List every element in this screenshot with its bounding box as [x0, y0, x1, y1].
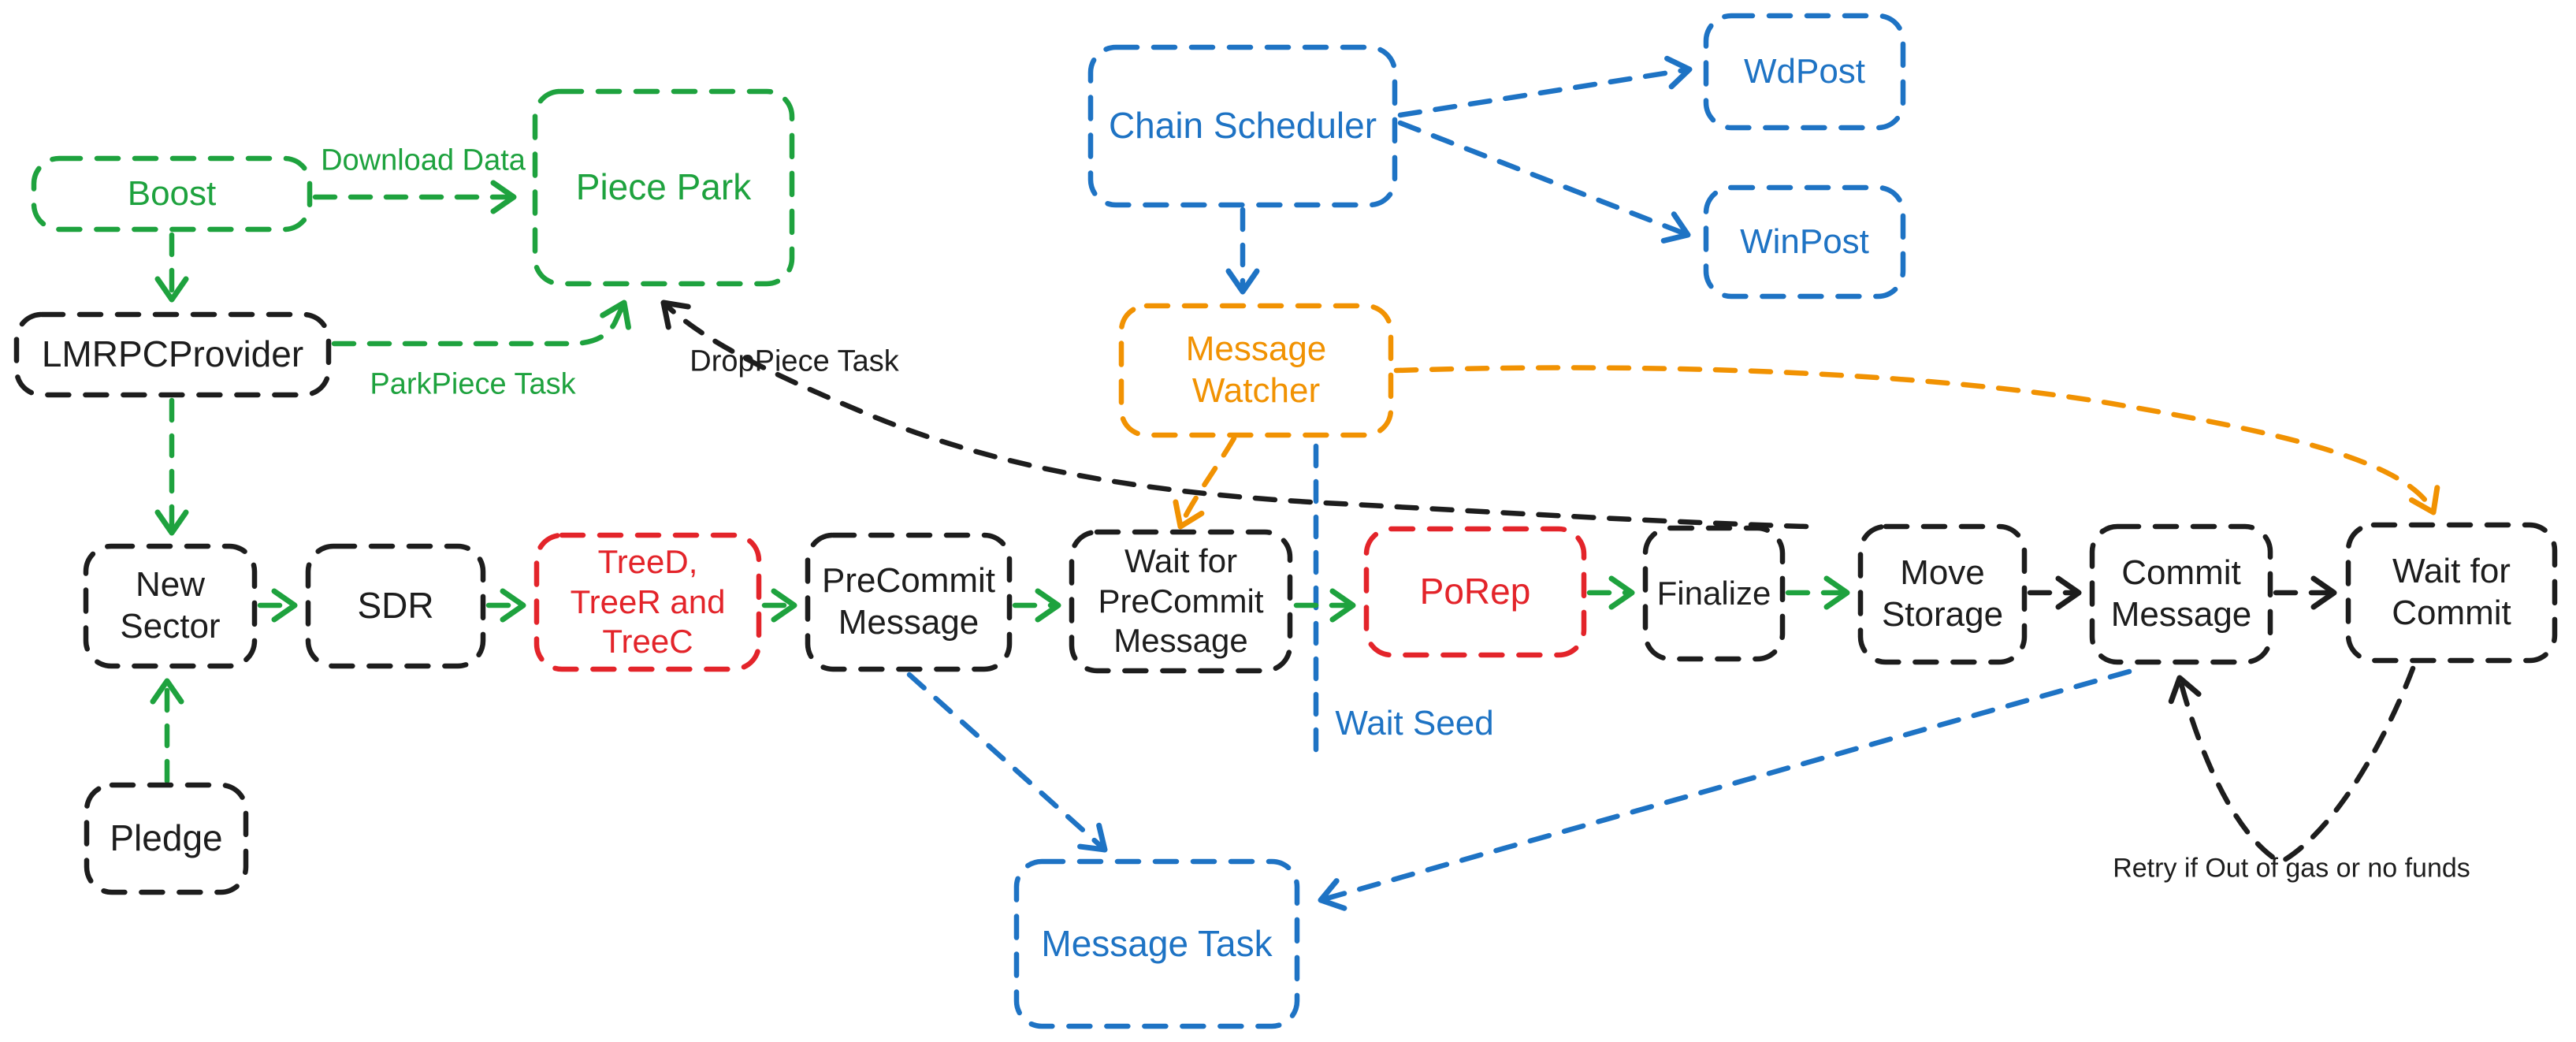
- node-chain-scheduler-border: [1087, 44, 1398, 208]
- edge-label-parkpiece-task: ParkPiece Task: [370, 367, 576, 401]
- node-chain-scheduler-label: Chain Scheduler: [1108, 105, 1377, 147]
- node-piece-park: Piece Park: [533, 89, 794, 286]
- node-lmrpc-provider: LMRPCProvider: [14, 312, 331, 397]
- node-wdpost-label: WdPost: [1743, 51, 1866, 91]
- node-wait-precommit: Wait for PreCommit Message: [1069, 530, 1292, 673]
- edge-droppiece: [660, 300, 1809, 530]
- node-piece-park-label: Piece Park: [575, 166, 752, 208]
- edge-message-watcher-wait-precommit: [1173, 435, 1237, 530]
- node-wait-precommit-border: [1069, 529, 1293, 674]
- edge-chain-scheduler-wdpost: [1397, 55, 1693, 118]
- node-message-task-border: [1013, 858, 1300, 1029]
- edge-chain-scheduler-winpost: [1397, 120, 1691, 244]
- edge-commit-message-task: [1318, 668, 2132, 911]
- node-sdr: SDR: [306, 544, 485, 668]
- edge-label-wait-seed: Wait Seed: [1335, 704, 1494, 742]
- node-porep-label: PoRep: [1419, 571, 1531, 612]
- node-precommit-message-border: [805, 532, 1013, 672]
- edge-label-download-data: Download Data: [321, 143, 526, 177]
- node-commit-message: Commit Message: [2090, 524, 2273, 664]
- edge-message-watcher-wait-commit: [1393, 365, 2440, 515]
- edge-label-retry: Retry if Out of gas or no funds: [2113, 853, 2470, 884]
- node-precommit-message-label: PreCommit Message: [821, 561, 996, 642]
- node-message-watcher: Message Watcher: [1119, 303, 1393, 437]
- node-new-sector-border: [83, 543, 258, 669]
- node-boost-border: [31, 155, 313, 233]
- node-move-storage-label: Move Storage: [1881, 553, 2004, 634]
- node-tree: TreeD, TreeR and TreeC: [534, 533, 761, 672]
- node-boost: Boost: [32, 156, 312, 232]
- node-message-task: Message Task: [1014, 859, 1299, 1029]
- node-new-sector-label: New Sector: [120, 565, 221, 646]
- node-wdpost: WdPost: [1704, 13, 1905, 130]
- node-pledge-label: Pledge: [110, 817, 223, 859]
- node-chain-scheduler: Chain Scheduler: [1088, 45, 1397, 207]
- node-precommit-message: PreCommit Message: [805, 533, 1012, 672]
- node-finalize-border: [1642, 525, 1786, 662]
- node-porep-border: [1363, 526, 1587, 658]
- node-winpost-label: WinPost: [1740, 221, 1869, 261]
- node-message-task-label: Message Task: [1041, 922, 1273, 964]
- node-piece-park-border: [532, 88, 795, 287]
- node-commit-message-label: Commit Message: [2110, 553, 2252, 634]
- node-pledge: Pledge: [84, 783, 248, 895]
- node-winpost: WinPost: [1704, 185, 1905, 299]
- edge-lmrpc-piece-park: [331, 300, 631, 347]
- node-message-watcher-label: Message Watcher: [1185, 329, 1327, 410]
- edge-retry: [2168, 665, 2416, 865]
- node-wait-commit: Wait for Commit: [2346, 523, 2557, 663]
- node-lmrpc-provider-border: [13, 311, 332, 398]
- node-commit-message-border: [2089, 523, 2273, 665]
- node-finalize-label: Finalize: [1656, 574, 1771, 612]
- node-wdpost-border: [1703, 13, 1906, 131]
- edge-label-droppiece-task: DropPiece Task: [690, 344, 899, 378]
- node-sdr-label: SDR: [357, 585, 434, 627]
- node-pledge-border: [84, 782, 249, 895]
- node-porep: PoRep: [1364, 527, 1586, 657]
- node-move-storage-border: [1857, 523, 2028, 665]
- node-finalize: Finalize: [1643, 526, 1785, 661]
- node-wait-commit-border: [2345, 522, 2558, 664]
- node-new-sector: New Sector: [84, 544, 257, 668]
- node-lmrpc-provider-label: LMRPCProvider: [41, 333, 304, 375]
- node-move-storage: Move Storage: [1858, 524, 2027, 664]
- node-winpost-border: [1703, 184, 1906, 300]
- node-tree-border: [533, 532, 762, 672]
- node-wait-precommit-label: Wait for PreCommit Message: [1098, 542, 1264, 660]
- node-tree-label: TreeD, TreeR and TreeC: [570, 543, 726, 661]
- node-sdr-border: [305, 543, 486, 669]
- node-wait-commit-label: Wait for Commit: [2392, 552, 2511, 632]
- node-boost-label: Boost: [127, 173, 217, 213]
- edge-precommit-message-task: [906, 672, 1108, 853]
